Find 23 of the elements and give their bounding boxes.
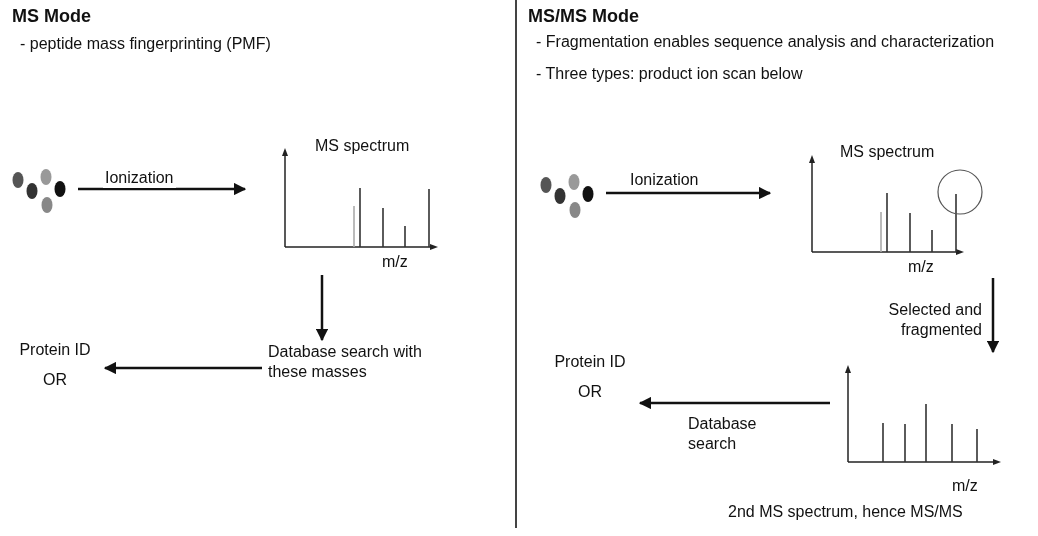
edge-label: Ionization	[103, 168, 176, 188]
spectrum-title: MS spectrum	[840, 142, 935, 162]
section-heading: MS/MS Mode	[528, 6, 639, 26]
arrow	[638, 396, 830, 410]
axis-label: m/z	[382, 252, 408, 272]
arrow	[78, 182, 247, 196]
node-text: OR	[577, 382, 603, 402]
bullet-text: - peptide mass fingerprinting (PMF)	[20, 34, 271, 54]
caption-text: 2nd MS spectrum, hence MS/MS	[728, 502, 963, 522]
node-text: Protein ID	[18, 340, 92, 360]
node-text: Protein ID	[553, 352, 627, 372]
node-text: OR	[42, 370, 68, 390]
spectrum-title: MS spectrum	[315, 136, 410, 156]
arrow	[315, 275, 329, 342]
bullet-text: - Fragmentation enables sequence analysis and characterization	[536, 32, 996, 52]
arrow	[986, 278, 1000, 354]
section-heading: MS Mode	[12, 6, 91, 26]
node-text: Database search with these masses	[268, 342, 423, 382]
arrow	[606, 186, 772, 200]
axis-label: m/z	[908, 257, 934, 277]
bullet-text: - Three types: product ion scan below	[536, 64, 803, 84]
axis-label: m/z	[952, 476, 978, 496]
arrow	[103, 361, 262, 375]
